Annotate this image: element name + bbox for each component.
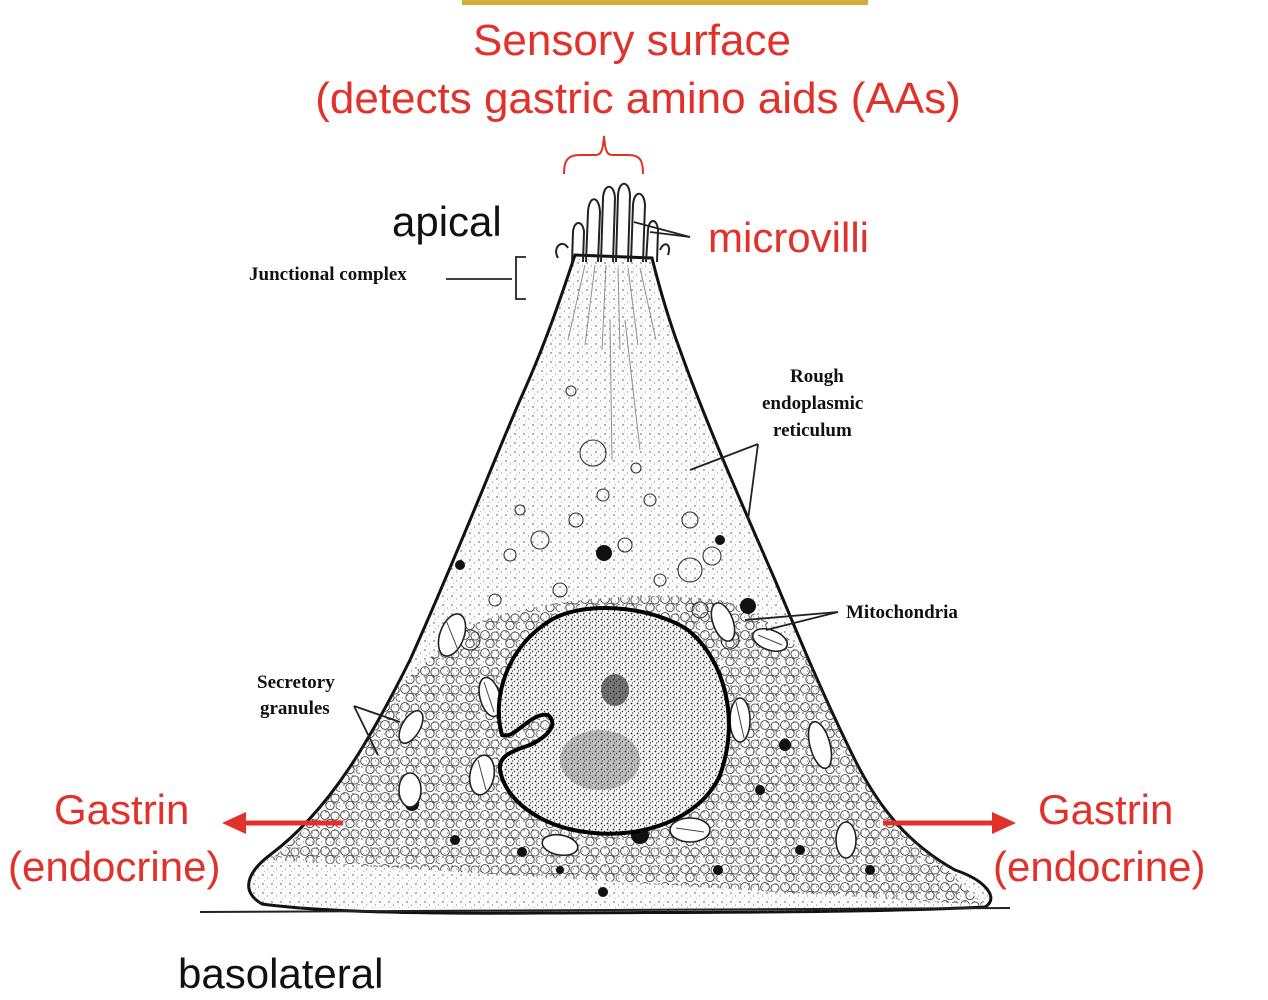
mitochondria-label: Mitochondria [846,602,958,623]
rough-er-label-line3: reticulum [773,420,852,441]
sensory-surface-brace [563,135,644,175]
top-accent-bar [462,0,868,5]
left-secretion-arrow [222,812,343,834]
right-secretion-arrow [883,812,1016,834]
basolateral-label: basolateral [178,950,384,997]
sensory-surface-subtitle: (detects gastric amino aids (AAs) [315,74,961,123]
gastrin-left-label: Gastrin [54,786,190,833]
microvilli-label: microvilli [708,214,869,261]
secretory-granules-label-line1: Secretory [257,672,335,693]
gastrin-right-label: Gastrin [1038,786,1174,833]
endocrine-left-label: (endocrine) [8,843,221,890]
secretory-granules-label-line2: granules [260,698,330,719]
sensory-surface-title: Sensory surface [473,16,791,65]
rough-er-label-line1: Rough [790,366,844,387]
nucleus [496,606,731,836]
rough-er-label-line2: endoplasmic [762,393,864,414]
endocrine-right-label: (endocrine) [993,843,1206,890]
apical-label: apical [392,198,502,245]
junctional-complex-label: Junctional complex [249,264,407,285]
